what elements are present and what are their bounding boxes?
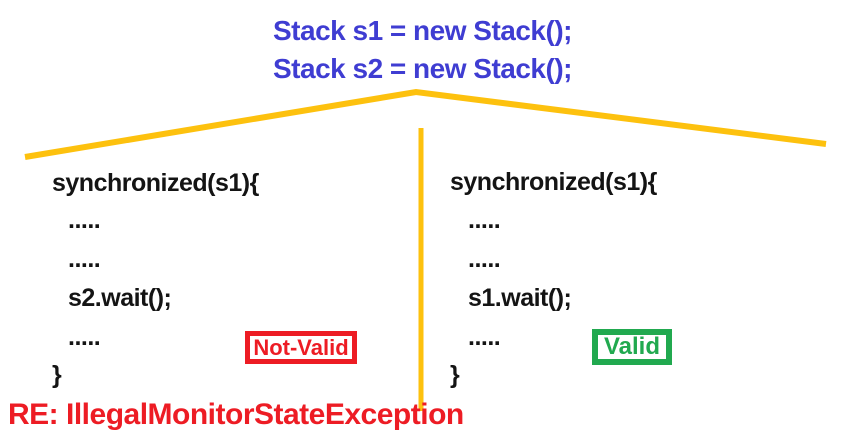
- not-valid-badge: Not-Valid: [245, 331, 357, 364]
- left-code-line-dots-3: .....: [68, 323, 101, 351]
- left-code-line-dots-1: .....: [68, 206, 101, 234]
- valid-badge: Valid: [592, 329, 672, 365]
- left-code-line-dots-2: .....: [68, 245, 101, 273]
- left-code-line-close-brace: }: [52, 361, 62, 389]
- right-code-line-synchronized: synchronized(s1){: [450, 168, 657, 196]
- right-code-line-wait: s1.wait();: [468, 284, 572, 312]
- stack-declaration-title: Stack s1 = new Stack(); Stack s2 = new S…: [0, 12, 845, 88]
- right-code-line-dots-1: .....: [468, 206, 501, 234]
- valid-badge-label: Valid: [603, 333, 661, 360]
- right-code-line-close-brace: }: [450, 361, 460, 389]
- left-code-line-synchronized: synchronized(s1){: [52, 169, 259, 197]
- stack-declaration-line-1: Stack s1 = new Stack();: [273, 15, 572, 46]
- runtime-exception-label: RE: IllegalMonitorStateException: [8, 398, 464, 431]
- right-code-line-dots-3: .....: [468, 323, 501, 351]
- not-valid-badge-label: Not-Valid: [253, 334, 349, 360]
- left-code-line-wait: s2.wait();: [68, 284, 172, 312]
- branch-split-line: [24, 88, 827, 160]
- right-code-line-dots-2: .....: [468, 245, 501, 273]
- stack-declaration-line-2: Stack s2 = new Stack();: [273, 53, 572, 84]
